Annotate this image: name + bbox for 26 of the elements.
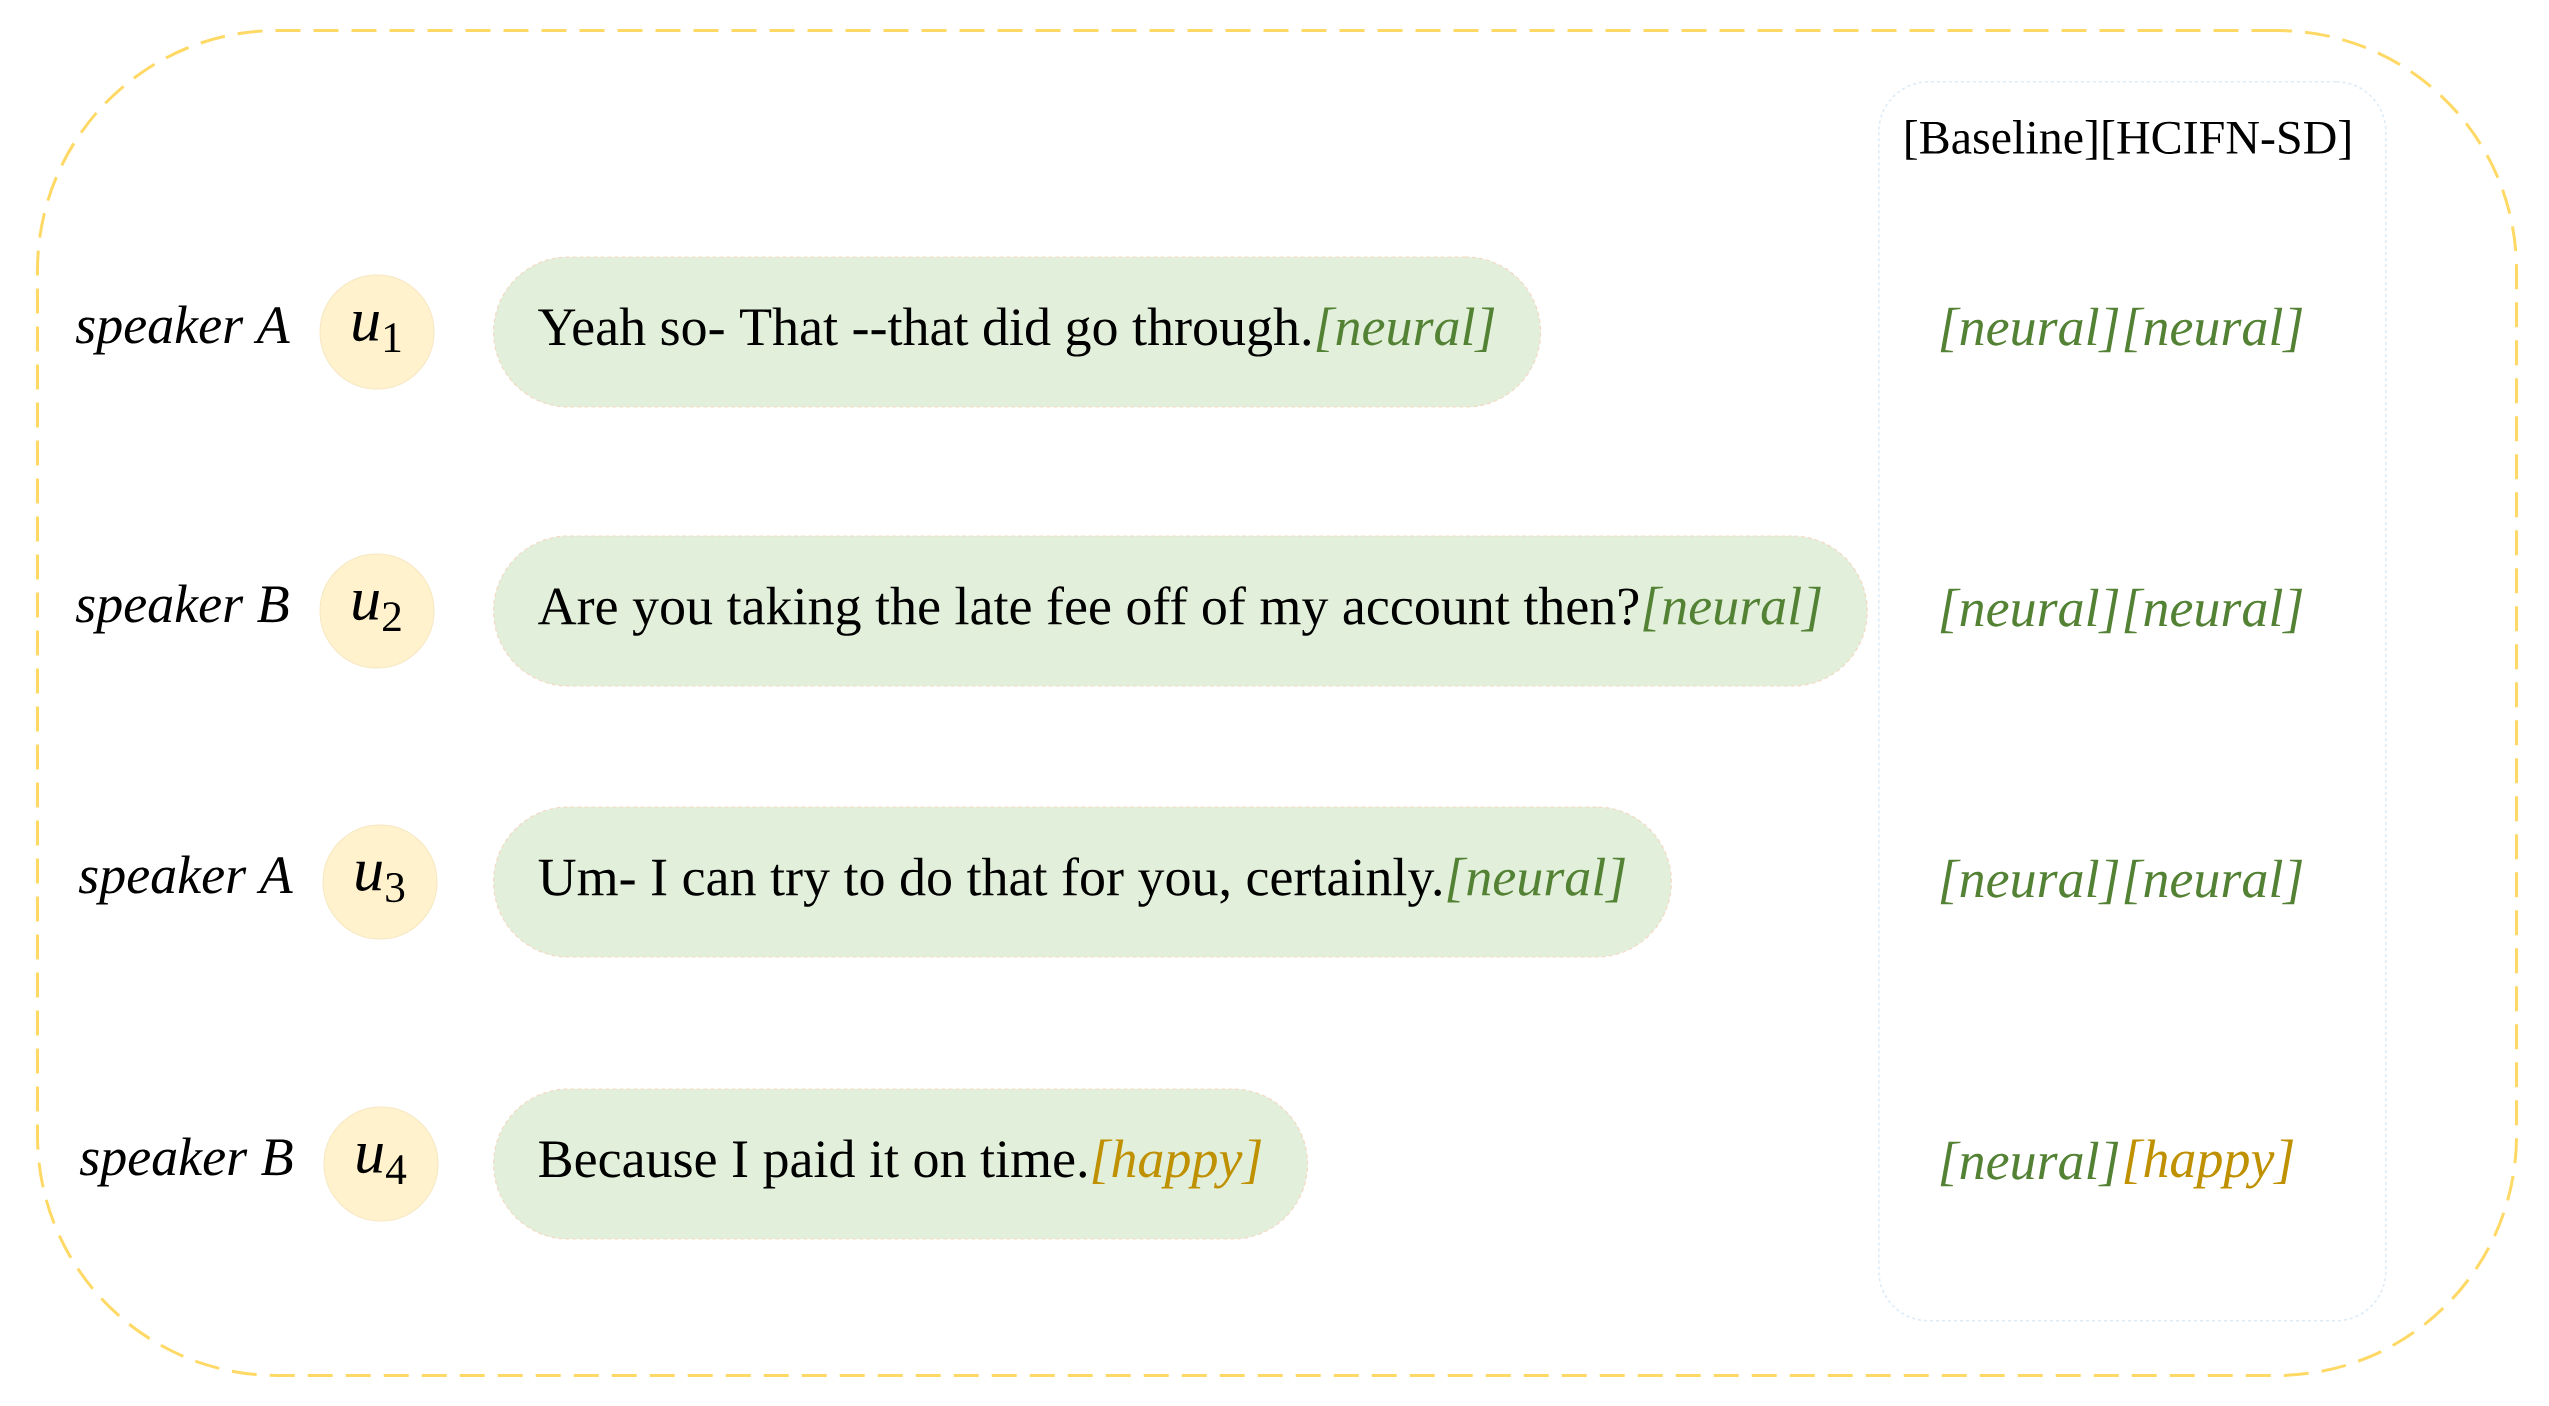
emotion-tag: [happy] [1092, 1139, 1262, 1189]
emotion-tag: [neural] [1643, 586, 1821, 632]
speaker-label: speaker B [79, 1137, 293, 1187]
emotion-tag: [neural] [1940, 1141, 2119, 1187]
utterance-text: Um- I can try to do that for you, certainly. [538, 857, 1441, 907]
speech-bubble [493, 256, 1542, 408]
emotion-tag: [happy] [2124, 1139, 2293, 1189]
emotion-tag: [neural] [2124, 307, 2302, 353]
speech-bubble [493, 535, 1868, 687]
dashed-frame [36, 29, 2519, 1377]
utterance-text: Yeah so- That --that did go through. [538, 307, 1310, 357]
emotion-tag: [neural] [2124, 588, 2302, 634]
utterance-text: Because I paid it on time. [539, 1139, 1086, 1189]
emotion-tag: [neural] [1940, 307, 2119, 353]
emotion-tag: [neural] [1316, 307, 1495, 353]
emotion-tag: [neural] [1940, 588, 2119, 634]
utterance-text: Are you taking the late fee off of my account then? [538, 586, 1639, 636]
column-header: [Baseline][HCIFN-SD] [1906, 120, 2350, 160]
speech-bubble [493, 806, 1672, 958]
speaker-label: speaker A [75, 305, 290, 355]
emotion-tag: [neural] [1447, 857, 1625, 903]
speaker-label: speaker A [78, 855, 293, 905]
speech-bubble [493, 1088, 1309, 1240]
speaker-label: speaker B [75, 584, 289, 634]
emotion-tag: [neural] [1940, 859, 2119, 905]
emotion-tag: [neural] [2124, 859, 2302, 905]
